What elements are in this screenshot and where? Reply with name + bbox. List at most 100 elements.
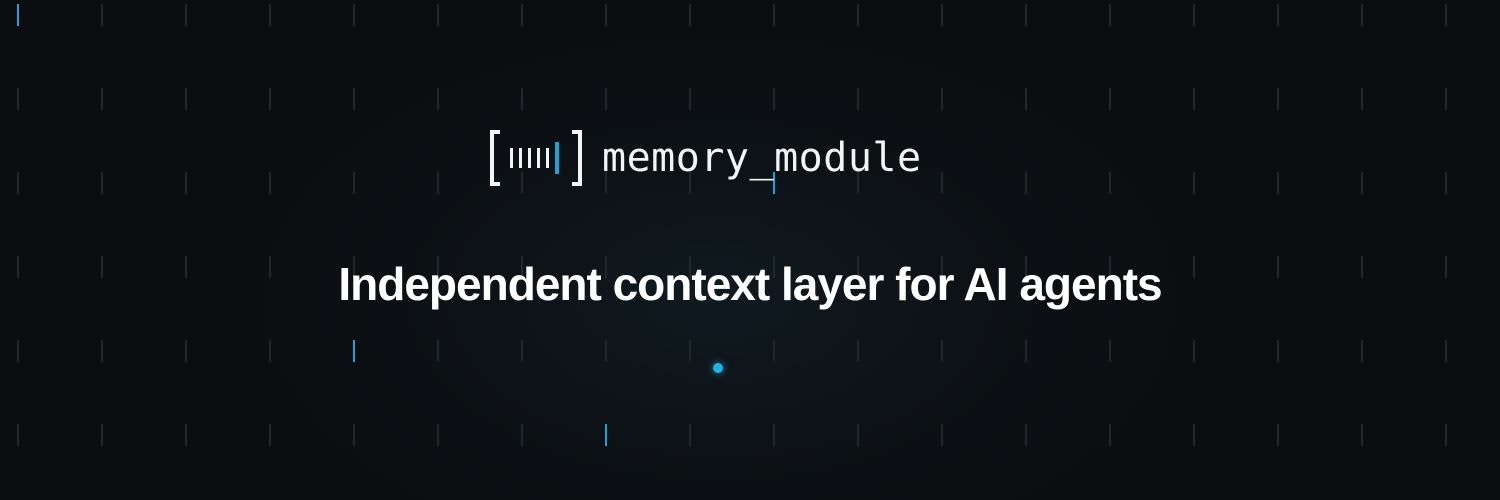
grid-tick [521,256,523,278]
grid-tick [857,256,859,278]
grid-tick [101,424,103,446]
grid-tick [1445,172,1447,194]
grid-tick [689,88,691,110]
grid-tick [1109,424,1111,446]
grid-tick [185,4,187,26]
grid-tick [1025,4,1027,26]
grid-tick [185,256,187,278]
grid-tick [773,340,775,362]
grid-tick [1193,172,1195,194]
grid-tick [1361,256,1363,278]
grid-tick [185,340,187,362]
grid-tick [17,340,19,362]
grid-tick [17,424,19,446]
grid-tick [1109,256,1111,278]
grid-tick [521,88,523,110]
grid-tick [1109,88,1111,110]
grid-tick [1193,424,1195,446]
grid-tick [773,88,775,110]
grid-tick [1109,340,1111,362]
grid-tick [605,256,607,278]
grid-tick [1277,172,1279,194]
grid-tick [941,424,943,446]
grid-tick [689,340,691,362]
grid-tick [1109,172,1111,194]
grid-tick [1361,4,1363,26]
grid-tick-accent [17,4,19,26]
grid-tick [1361,172,1363,194]
grid-tick [857,424,859,446]
grid-tick [269,340,271,362]
grid-tick [437,88,439,110]
grid-tick [1361,424,1363,446]
grid-tick [1445,88,1447,110]
grid-tick [17,172,19,194]
grid-tick [1277,256,1279,278]
glow-dot [713,363,723,373]
logo: memory_module [488,128,922,188]
grid-tick [1277,4,1279,26]
grid-tick [689,172,691,194]
grid-tick-accent [353,340,355,362]
grid-tick [1025,424,1027,446]
grid-tick [101,172,103,194]
grid-tick [941,88,943,110]
grid-tick [353,424,355,446]
grid-tick [773,256,775,278]
grid-tick [1193,256,1195,278]
grid-tick [185,88,187,110]
grid-tick-accent [773,172,775,194]
grid-tick [269,256,271,278]
grid-tick [1445,340,1447,362]
grid-tick [941,172,943,194]
grid-tick [857,4,859,26]
grid-tick [437,340,439,362]
brand-name: memory_module [602,135,922,181]
grid-tick [689,256,691,278]
grid-tick [857,88,859,110]
grid-tick [269,172,271,194]
grid-tick [689,4,691,26]
grid-tick [437,172,439,194]
grid-tick [521,340,523,362]
grid-tick [17,256,19,278]
grid-tick [269,4,271,26]
grid-tick [857,172,859,194]
grid-tick [521,172,523,194]
grid-tick [101,256,103,278]
grid-tick [605,4,607,26]
grid-tick [605,340,607,362]
grid-tick [941,256,943,278]
grid-tick [185,172,187,194]
grid-tick [605,172,607,194]
grid-tick [1277,424,1279,446]
grid-tick [269,424,271,446]
grid-tick [521,4,523,26]
grid-tick [1025,88,1027,110]
grid-tick [1445,424,1447,446]
grid-tick [1193,88,1195,110]
grid-tick [101,4,103,26]
grid-tick [353,88,355,110]
grid-tick [1025,256,1027,278]
grid-tick [1277,88,1279,110]
grid-tick [941,340,943,362]
grid-tick [1277,340,1279,362]
grid-tick [1361,340,1363,362]
grid-tick [101,88,103,110]
grid-tick [353,4,355,26]
grid-tick [1445,4,1447,26]
grid-tick [521,424,523,446]
grid-tick [1193,4,1195,26]
grid-tick [1445,256,1447,278]
grid-tick [773,4,775,26]
grid-tick [437,424,439,446]
grid-tick [269,88,271,110]
grid-tick [1025,172,1027,194]
grid-tick [1193,340,1195,362]
bracketed-bars-logo-icon [490,130,582,186]
grid-tick [941,4,943,26]
grid-tick [353,172,355,194]
